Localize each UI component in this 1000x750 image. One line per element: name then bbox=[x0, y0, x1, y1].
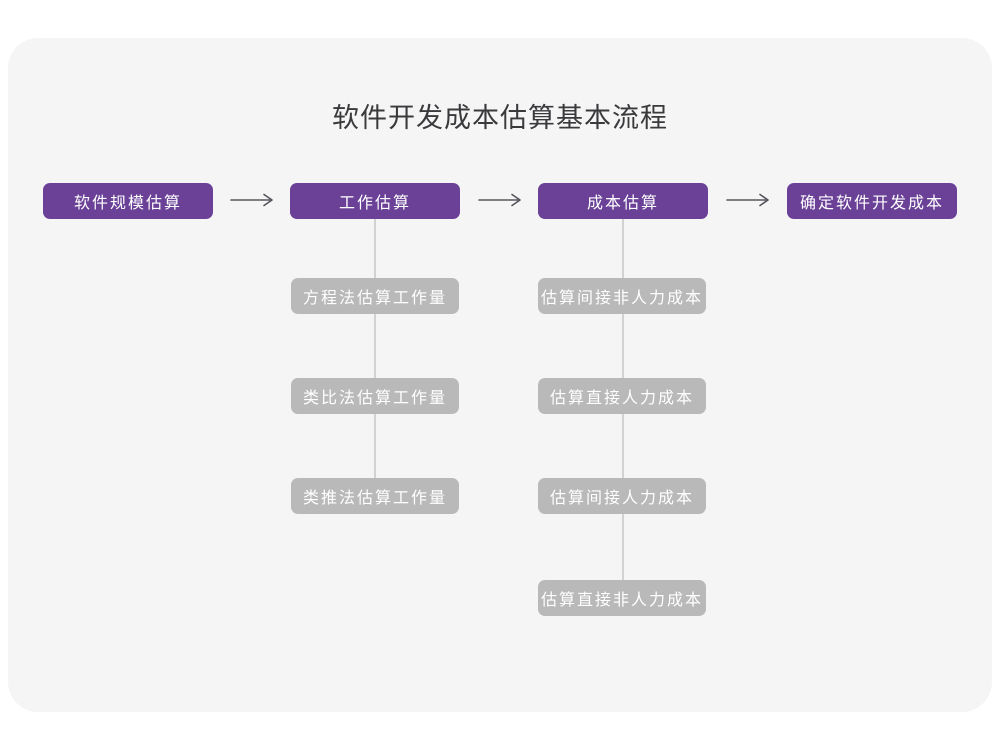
node-equation-method-workload[interactable]: 方程法估算工作量 bbox=[291, 278, 459, 314]
node-indirect-labor-cost[interactable]: 估算间接人力成本 bbox=[538, 478, 706, 514]
node-determine-development-cost[interactable]: 确定软件开发成本 bbox=[787, 183, 957, 219]
node-analogy-method-workload[interactable]: 类推法估算工作量 bbox=[291, 478, 459, 514]
arrow-right-icon bbox=[477, 192, 523, 208]
node-cost-estimation[interactable]: 成本估算 bbox=[538, 183, 708, 219]
diagram-card bbox=[8, 38, 992, 712]
node-software-scale-estimation[interactable]: 软件规模估算 bbox=[43, 183, 213, 219]
node-indirect-nonlabor-cost[interactable]: 估算间接非人力成本 bbox=[538, 278, 706, 314]
arrow-right-icon bbox=[725, 192, 771, 208]
arrow-right-icon bbox=[229, 192, 275, 208]
node-comparison-method-workload[interactable]: 类比法估算工作量 bbox=[291, 378, 459, 414]
diagram-title: 软件开发成本估算基本流程 bbox=[332, 103, 668, 133]
node-direct-nonlabor-cost[interactable]: 估算直接非人力成本 bbox=[538, 580, 706, 616]
node-direct-labor-cost[interactable]: 估算直接人力成本 bbox=[538, 378, 706, 414]
connector-line-work-estimation bbox=[374, 218, 376, 496]
node-work-estimation[interactable]: 工作估算 bbox=[290, 183, 460, 219]
